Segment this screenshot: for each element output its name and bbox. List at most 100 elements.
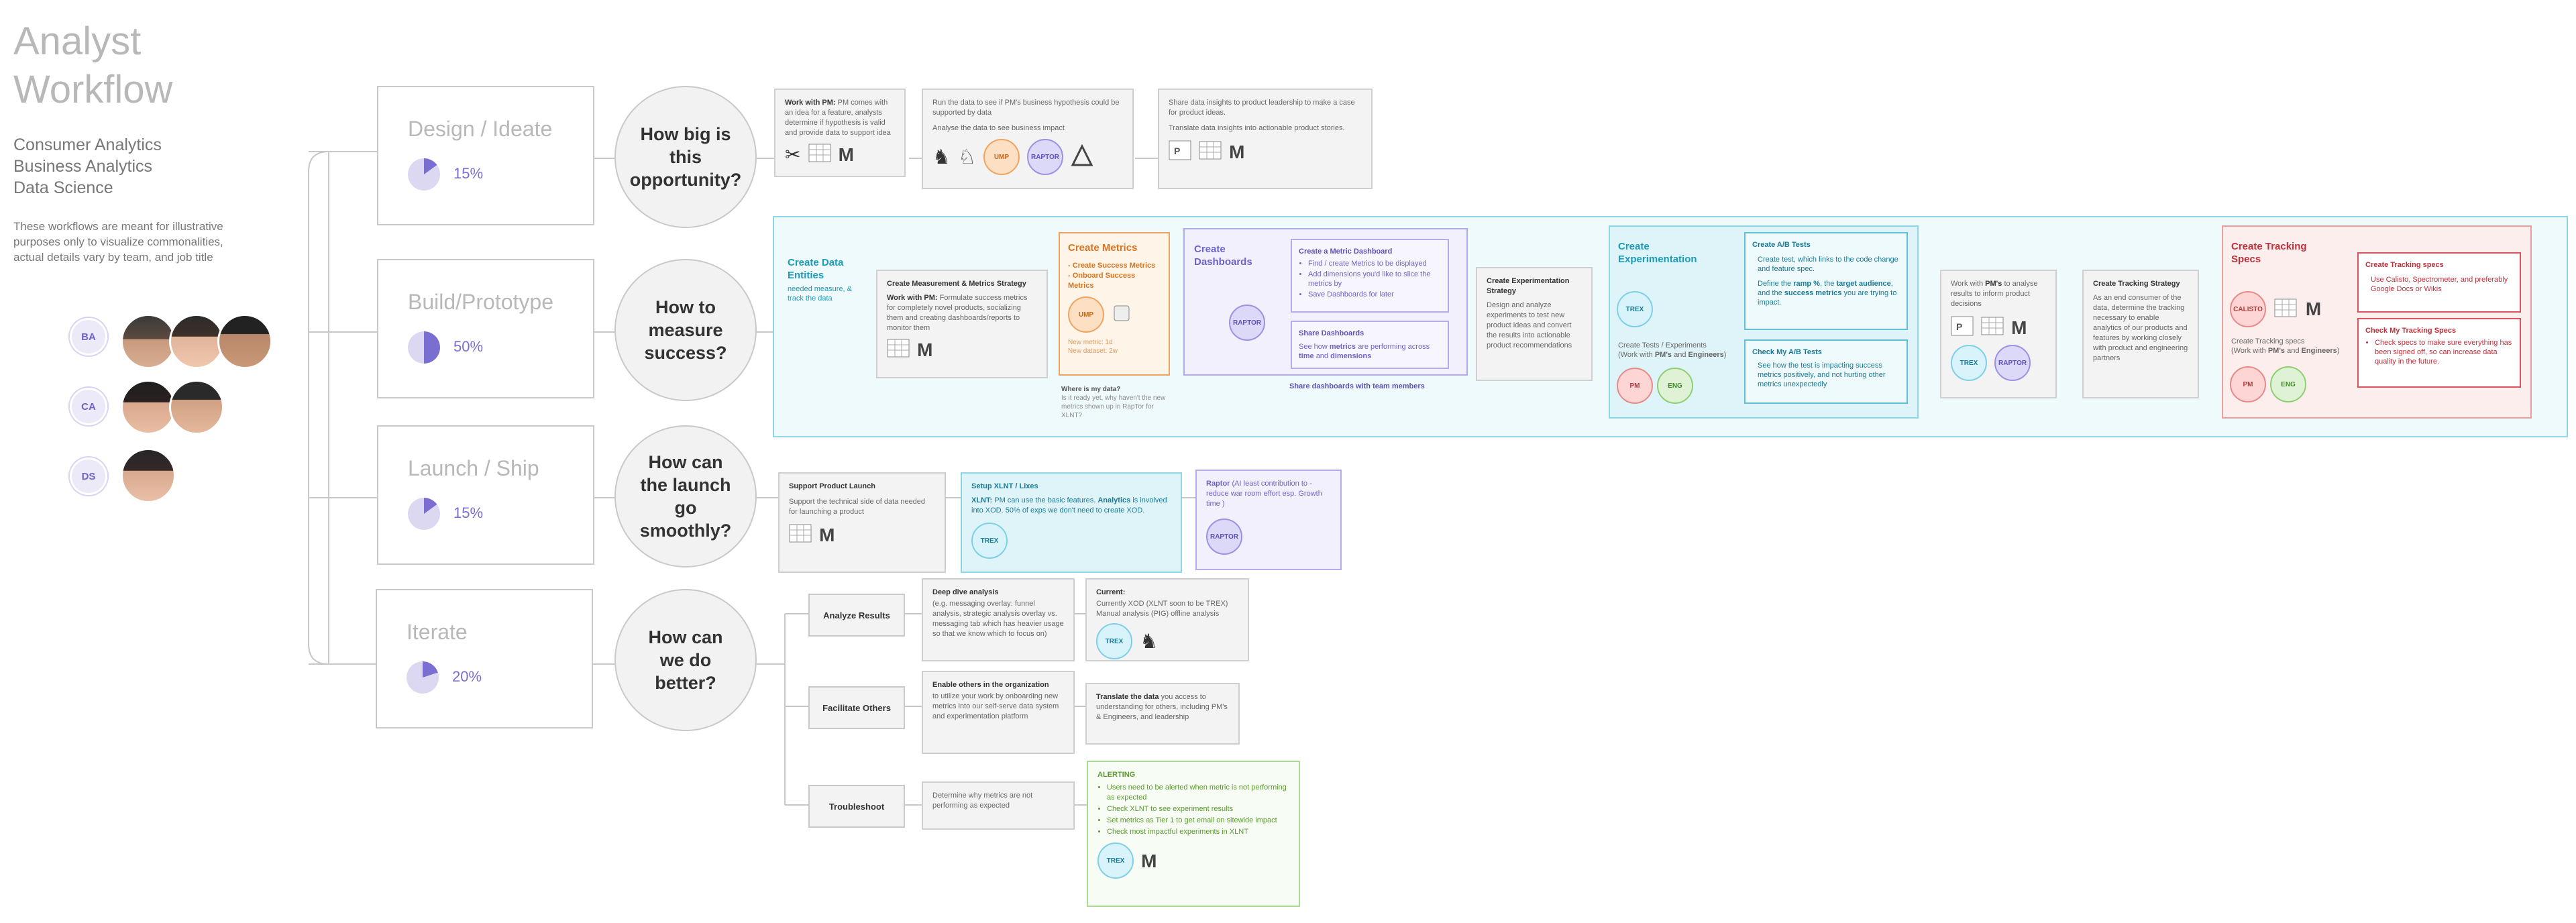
tracking-specs-text: Create Tracking specs (Work with PM's an… (2231, 337, 2340, 355)
spreadsheet-icon (789, 524, 812, 546)
raptor-icon: RAPTOR (1206, 519, 1242, 555)
triangle-logo-icon (1071, 144, 1093, 170)
eng-icon: ENG (2270, 366, 2306, 402)
create-tracking-specs-panel: Create Tracking Specs CALISTO M Create T… (2222, 225, 2532, 419)
svg-text:P: P (1174, 146, 1180, 156)
question-circle: How can the launch go smoothly? (614, 425, 757, 567)
gmail-icon: M (1229, 142, 1245, 162)
share-insights-box: Share data insights to product leadershi… (1158, 89, 1373, 189)
gmail-icon: M (819, 525, 835, 545)
stage-name: Launch / Ship (408, 456, 539, 480)
run-data-box: Run the data to see if PM's business hyp… (922, 89, 1134, 189)
badge-ba: BA (70, 318, 107, 356)
spreadsheet-icon (1199, 141, 1222, 163)
trex-icon: TREX (1096, 623, 1132, 659)
stage-name: Build/Prototype (408, 290, 554, 314)
team-data-science: Data Science (13, 178, 113, 197)
pie-icon (407, 661, 439, 694)
avatar (121, 380, 176, 435)
check-ab-tests-box: Check My A/B Tests See how the test is i… (1744, 339, 1908, 404)
powerpoint-icon: P (1951, 316, 1974, 339)
check-tracking-specs-box: Check My Tracking Specs Check specs to m… (2357, 318, 2521, 388)
enable-others-box: Enable others in the organization to uti… (922, 671, 1075, 754)
calisto-icon: CALISTO (2230, 291, 2266, 327)
analyze-results-with-pm-box: Work with PM's to analyse results to inf… (1940, 270, 2057, 398)
raptor-icon: RAPTOR (1027, 139, 1063, 175)
analyze-results-node: Analyze Results (808, 594, 905, 637)
pie-icon (408, 331, 440, 364)
team-list: Consumer Analytics Business Analytics Da… (13, 134, 255, 199)
create-data-entities: Create Data Entities needed measure, & t… (788, 257, 853, 303)
gmail-icon: M (917, 339, 933, 360)
pm-icon: PM (2230, 366, 2266, 402)
trex-icon: TREX (1617, 291, 1653, 327)
pie-icon (408, 158, 440, 191)
question-circle: How to measure success? (614, 259, 757, 401)
question-circle: How big is this opportunity? (614, 86, 757, 228)
create-dashboards-panel: Create Dashboards RAPTOR Create a Metric… (1183, 228, 1468, 376)
team-consumer-analytics: Consumer Analytics (13, 135, 162, 154)
troubleshoot-node: Troubleshoot (808, 785, 905, 828)
trex-icon: TREX (1097, 843, 1134, 879)
stage-name: Design / Ideate (408, 117, 553, 141)
spreadsheet-icon (2274, 298, 2297, 321)
trex-icon: TREX (971, 523, 1008, 559)
raptor-box: Raptor (AI least contribution to - reduc… (1195, 470, 1342, 570)
ump-icon: UMP (983, 139, 1020, 175)
tracking-strategy-box: Create Tracking Strategy As an end consu… (2082, 270, 2199, 398)
spreadsheet-icon (1981, 317, 2004, 339)
powerpoint-icon: P (1169, 140, 1191, 164)
badge-ds: DS (70, 457, 107, 495)
avatar (121, 448, 176, 503)
gmail-icon: M (2305, 298, 2322, 319)
where-is-my-data: Where is my data? Is it ready yet, why h… (1061, 386, 1166, 419)
share-with-team: Share dashboards with team members (1289, 382, 1425, 390)
gmail-icon: M (2011, 317, 2027, 338)
determine-why-box: Determine why metrics are not performing… (922, 781, 1075, 830)
pm-icon: PM (1617, 368, 1653, 404)
hadoop-icon: ♘ (957, 146, 976, 168)
pig-tool-icon: ♞ (1140, 630, 1158, 653)
support-launch-box: Support Product Launch Support the techn… (778, 472, 946, 573)
pig-tool-icon: ♞ (932, 146, 951, 168)
stage-iterate: Iterate 20% (376, 589, 593, 728)
stage-percent: 20% (452, 668, 482, 685)
stage-percent: 15% (453, 504, 484, 521)
facilitate-others-node: Facilitate Others (808, 686, 905, 729)
create-tests-text: Create Tests / Experiments (Work with PM… (1618, 341, 1727, 359)
avatar (217, 314, 272, 369)
stage-percent: 50% (453, 338, 484, 355)
spreadsheet-icon (887, 339, 910, 361)
alerting-box: ALERTING Users need to be alerted when m… (1087, 761, 1300, 907)
stage-design-ideate: Design / Ideate 15% (377, 86, 594, 225)
share-dashboards-box: Share Dashboards See how metrics are per… (1291, 321, 1449, 369)
team-business-analytics: Business Analytics (13, 157, 153, 176)
stage-name: Iterate (407, 620, 468, 644)
create-experimentation-panel: Create Experimentation TREX Create Tests… (1609, 225, 1919, 419)
database-icon (1112, 304, 1131, 326)
disclaimer-note: These workflows are meant for illustrati… (13, 220, 223, 264)
avatar (121, 314, 176, 369)
trex-icon: TREX (1951, 345, 1987, 381)
ab-tests-box: Create A/B Tests Create test, which link… (1744, 232, 1908, 330)
create-tracking-specs-box: Create Tracking specs Use Calisto, Spect… (2357, 252, 2521, 313)
measurement-strategy-box: Create Measurement & Metrics Strategy Wo… (876, 270, 1048, 378)
translate-data-box: Translate the data you access to underst… (1085, 683, 1240, 745)
ump-icon: UMP (1068, 296, 1104, 333)
raptor-icon: RAPTOR (1229, 305, 1265, 341)
deep-dive-box: Deep dive analysis (e.g. messaging overl… (922, 578, 1075, 661)
metric-dashboard-box: Create a Metric Dashboard Find / create … (1291, 239, 1449, 313)
spreadsheet-icon (808, 144, 831, 166)
svg-text:P: P (1956, 321, 1962, 332)
experimentation-strategy-box: Create Experimentation Strategy Design a… (1476, 267, 1593, 381)
work-with-pm-box: Work with PM: PM comes with an idea for … (774, 89, 906, 177)
setup-xlnt-box: Setup XLNT / Lixes XLNT: PM can use the … (961, 472, 1182, 573)
current-box: Current: Currently XOD (XLNT soon to be … (1085, 578, 1249, 661)
question-circle: How can we do better? (614, 589, 757, 731)
raptor-icon: RAPTOR (1994, 345, 2031, 381)
eng-icon: ENG (1657, 368, 1693, 404)
gmail-icon: M (838, 144, 854, 165)
gmail-icon: M (1141, 850, 1157, 871)
create-metrics-box: Create Metrics - Create Success Metrics … (1059, 232, 1170, 376)
scissors-icon: ✂ (785, 144, 801, 165)
